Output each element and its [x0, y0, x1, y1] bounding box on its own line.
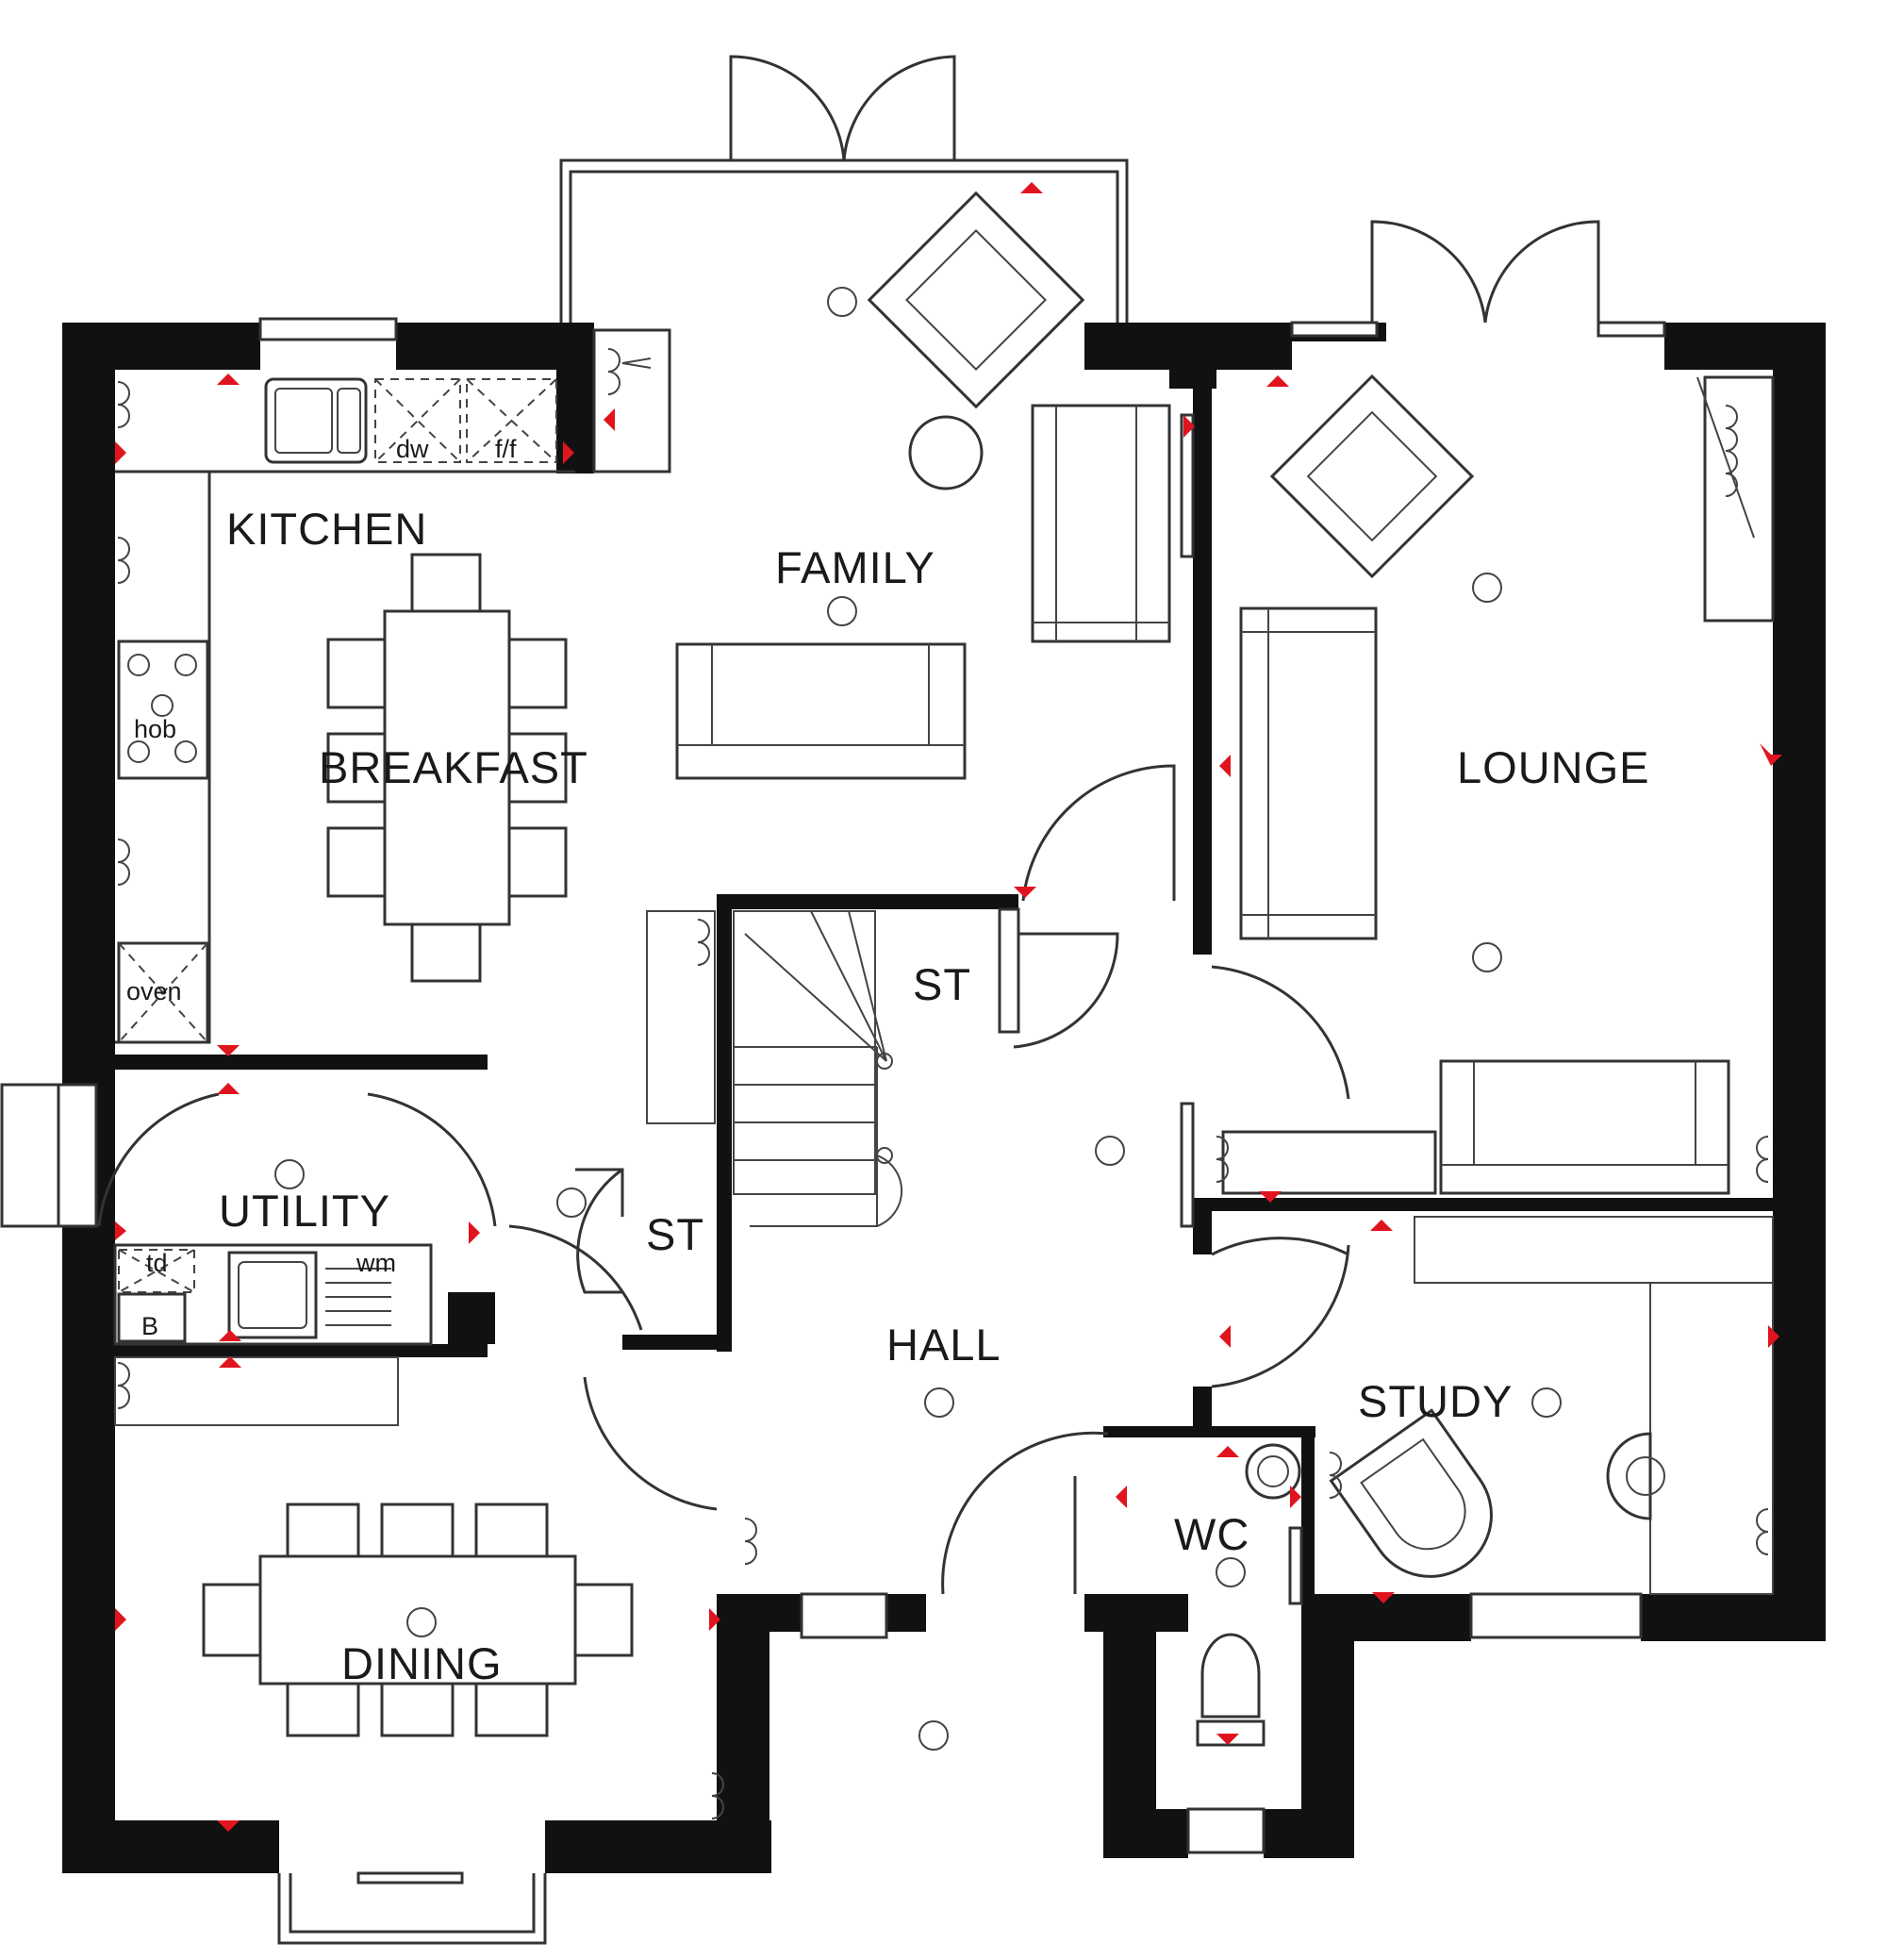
windows: [0, 158, 1666, 1945]
room-label-dining: DINING: [341, 1638, 503, 1688]
washing-machine-label: wm: [356, 1249, 396, 1277]
hob-label: hob: [134, 715, 176, 743]
breakfast-table: [326, 553, 568, 983]
room-label-kitchen: KITCHEN: [226, 504, 427, 554]
room-label-lounge: LOUNGE: [1457, 742, 1650, 792]
oven-label: oven: [126, 977, 182, 1005]
fridge-freezer-label: f/f: [495, 435, 517, 463]
room-label-study: STUDY: [1358, 1376, 1513, 1426]
room-label-store-upper: ST: [913, 959, 971, 1009]
room-labels: KITCHEN BREAKFAST FAMILY LOUNGE ST ST UT…: [219, 504, 1650, 1688]
study-wc-fixtures: [556, 1136, 1774, 1751]
room-label-family: FAMILY: [775, 542, 935, 592]
boiler-label: B: [141, 1312, 158, 1340]
doors: [97, 55, 1600, 1595]
room-label-store-lower: ST: [646, 1209, 704, 1259]
dining-furniture: [114, 1356, 757, 1819]
utility-fixtures: td wm B: [113, 1159, 433, 1346]
lounge-furniture: [1221, 374, 1775, 1195]
kitchen-fixtures: dw f/f hob oven: [115, 328, 671, 1044]
room-label-utility: UTILITY: [219, 1186, 390, 1236]
red-markers: [115, 182, 1782, 1832]
tumble-dryer-label: td: [146, 1249, 168, 1277]
room-label-breakfast: BREAKFAST: [319, 742, 588, 792]
room-label-hall: HALL: [886, 1320, 1001, 1370]
walls: [62, 323, 1826, 1873]
room-label-wc: WC: [1174, 1509, 1249, 1559]
dishwasher-label: dw: [396, 435, 429, 463]
staircase: [646, 907, 1020, 1227]
family-furniture: [675, 191, 1171, 780]
